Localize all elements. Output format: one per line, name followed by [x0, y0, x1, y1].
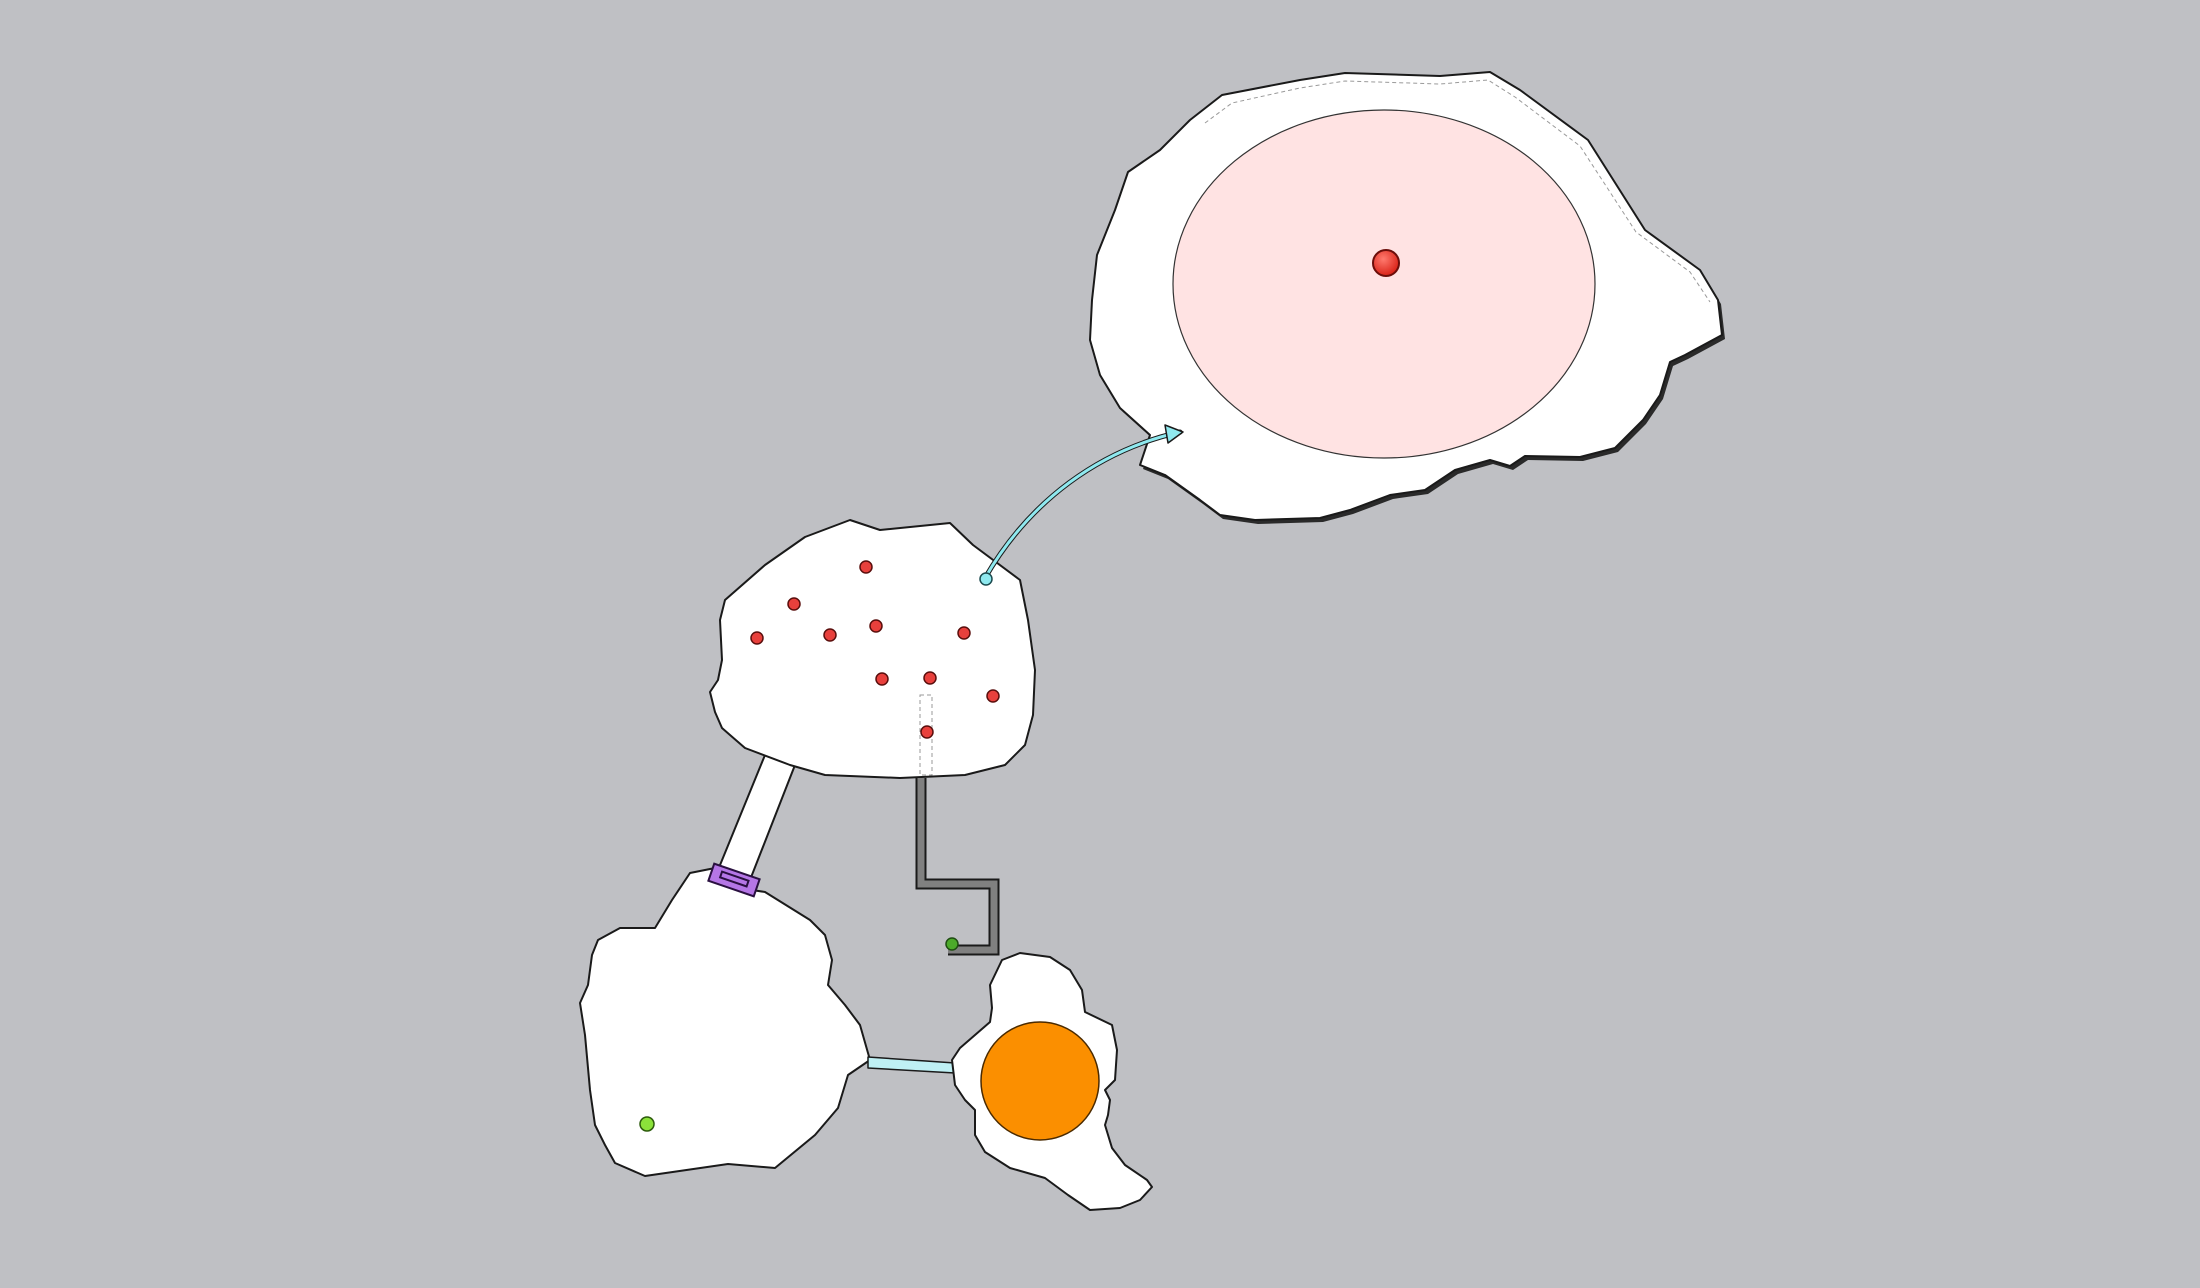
enemy-room-floor[interactable]	[709, 519, 1036, 779]
enemy-marker[interactable]	[750, 631, 764, 645]
enemy-room[interactable]	[709, 519, 1036, 779]
enemy-marker[interactable]	[957, 626, 971, 640]
enemy-marker[interactable]	[920, 725, 934, 739]
enemy-marker[interactable]	[875, 672, 889, 686]
objective-pool[interactable]	[980, 1021, 1100, 1141]
boss-marker[interactable]	[1372, 249, 1400, 277]
player-start-marker[interactable]	[639, 1116, 655, 1132]
teleporter-arrowhead	[1164, 424, 1184, 444]
start-room[interactable]	[579, 867, 871, 1177]
boss-room[interactable]	[1089, 71, 1725, 524]
boss-arena-zone	[1172, 109, 1596, 459]
key-pickup[interactable]	[945, 937, 959, 951]
teleporter-pad[interactable]	[979, 572, 993, 586]
enemy-marker[interactable]	[823, 628, 837, 642]
secret-passage-path	[917, 778, 998, 954]
enemy-marker[interactable]	[923, 671, 937, 685]
boss-room-inner-outline	[1204, 79, 1711, 303]
enemy-marker[interactable]	[859, 560, 873, 574]
enemy-marker[interactable]	[787, 597, 801, 611]
locked-door[interactable]	[707, 862, 761, 898]
enemy-marker[interactable]	[869, 619, 883, 633]
pool-room[interactable]	[951, 952, 1153, 1211]
start-room-floor[interactable]	[579, 867, 871, 1177]
enemy-marker[interactable]	[986, 689, 1000, 703]
secret-passage[interactable]	[915, 778, 1000, 956]
teleporter-link[interactable]	[979, 424, 1184, 586]
teleporter-arc	[983, 430, 1182, 580]
locked-door-bar	[718, 870, 750, 888]
